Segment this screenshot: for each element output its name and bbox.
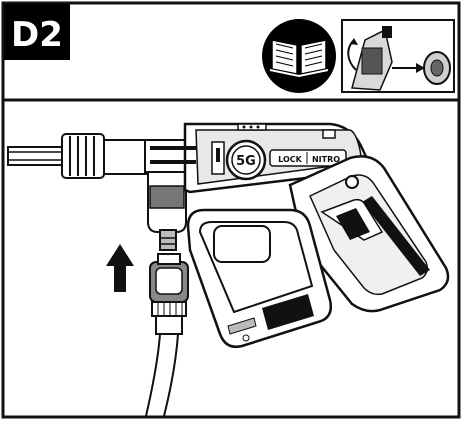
mode-label-lock: LOCK xyxy=(278,155,302,164)
step-label-box xyxy=(4,4,70,60)
battery-insert-illustration xyxy=(341,19,455,93)
battery-rating-badge: 5G xyxy=(225,139,267,181)
mode-selector: LOCK NITRO xyxy=(269,149,347,167)
battery-rating: 5G xyxy=(236,154,256,169)
hose-connector xyxy=(149,253,189,335)
open-book-icon xyxy=(262,19,336,93)
pump-elbow xyxy=(144,139,191,251)
step-label: D2 xyxy=(11,15,63,55)
battery-pack xyxy=(186,208,332,348)
hose-left-edge xyxy=(145,333,161,417)
hose-right-edge xyxy=(163,333,179,417)
mode-label-nitro: NITRO xyxy=(312,155,340,164)
arrow-up-icon xyxy=(106,244,134,292)
wand xyxy=(7,133,151,179)
